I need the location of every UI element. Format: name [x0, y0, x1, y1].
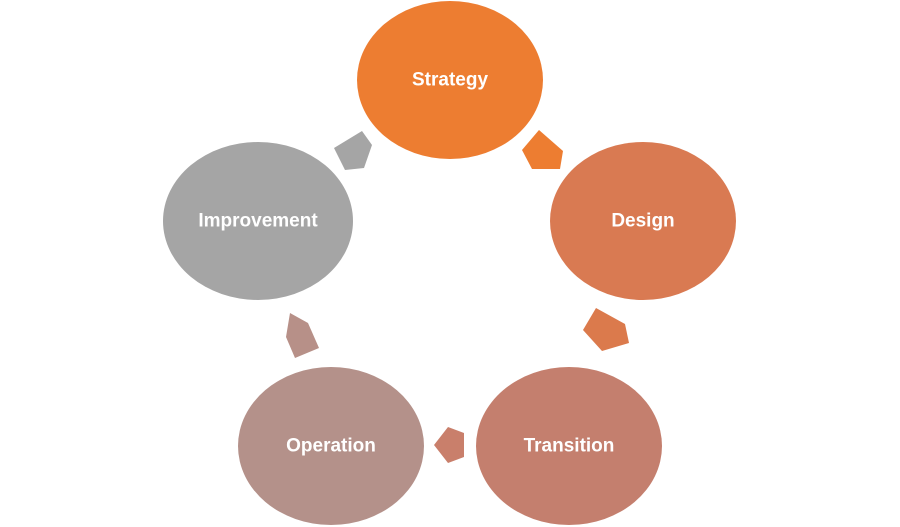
- node-operation-label: Operation: [286, 436, 376, 457]
- node-operation-circle: [238, 367, 424, 525]
- node-design-circle: [550, 142, 736, 300]
- arrow-improvement-to-strategy: [334, 131, 372, 170]
- node-operation: Operation: [238, 367, 424, 525]
- node-design: Design: [550, 142, 736, 300]
- node-transition-circle: [476, 367, 662, 525]
- node-design-label: Design: [611, 211, 674, 232]
- node-transition-label: Transition: [524, 436, 615, 457]
- arrow-transition-to-operation: [434, 427, 464, 463]
- node-improvement: Improvement: [163, 142, 353, 300]
- arrow-design-to-transition: [583, 308, 629, 351]
- node-improvement-label: Improvement: [198, 211, 318, 232]
- node-strategy-label: Strategy: [412, 70, 488, 91]
- arrow-operation-to-improvement: [286, 313, 319, 358]
- node-strategy: Strategy: [357, 1, 543, 159]
- node-transition: Transition: [476, 367, 662, 525]
- node-strategy-circle: [357, 1, 543, 159]
- node-improvement-circle: [163, 142, 353, 300]
- arrow-strategy-to-design: [522, 130, 563, 169]
